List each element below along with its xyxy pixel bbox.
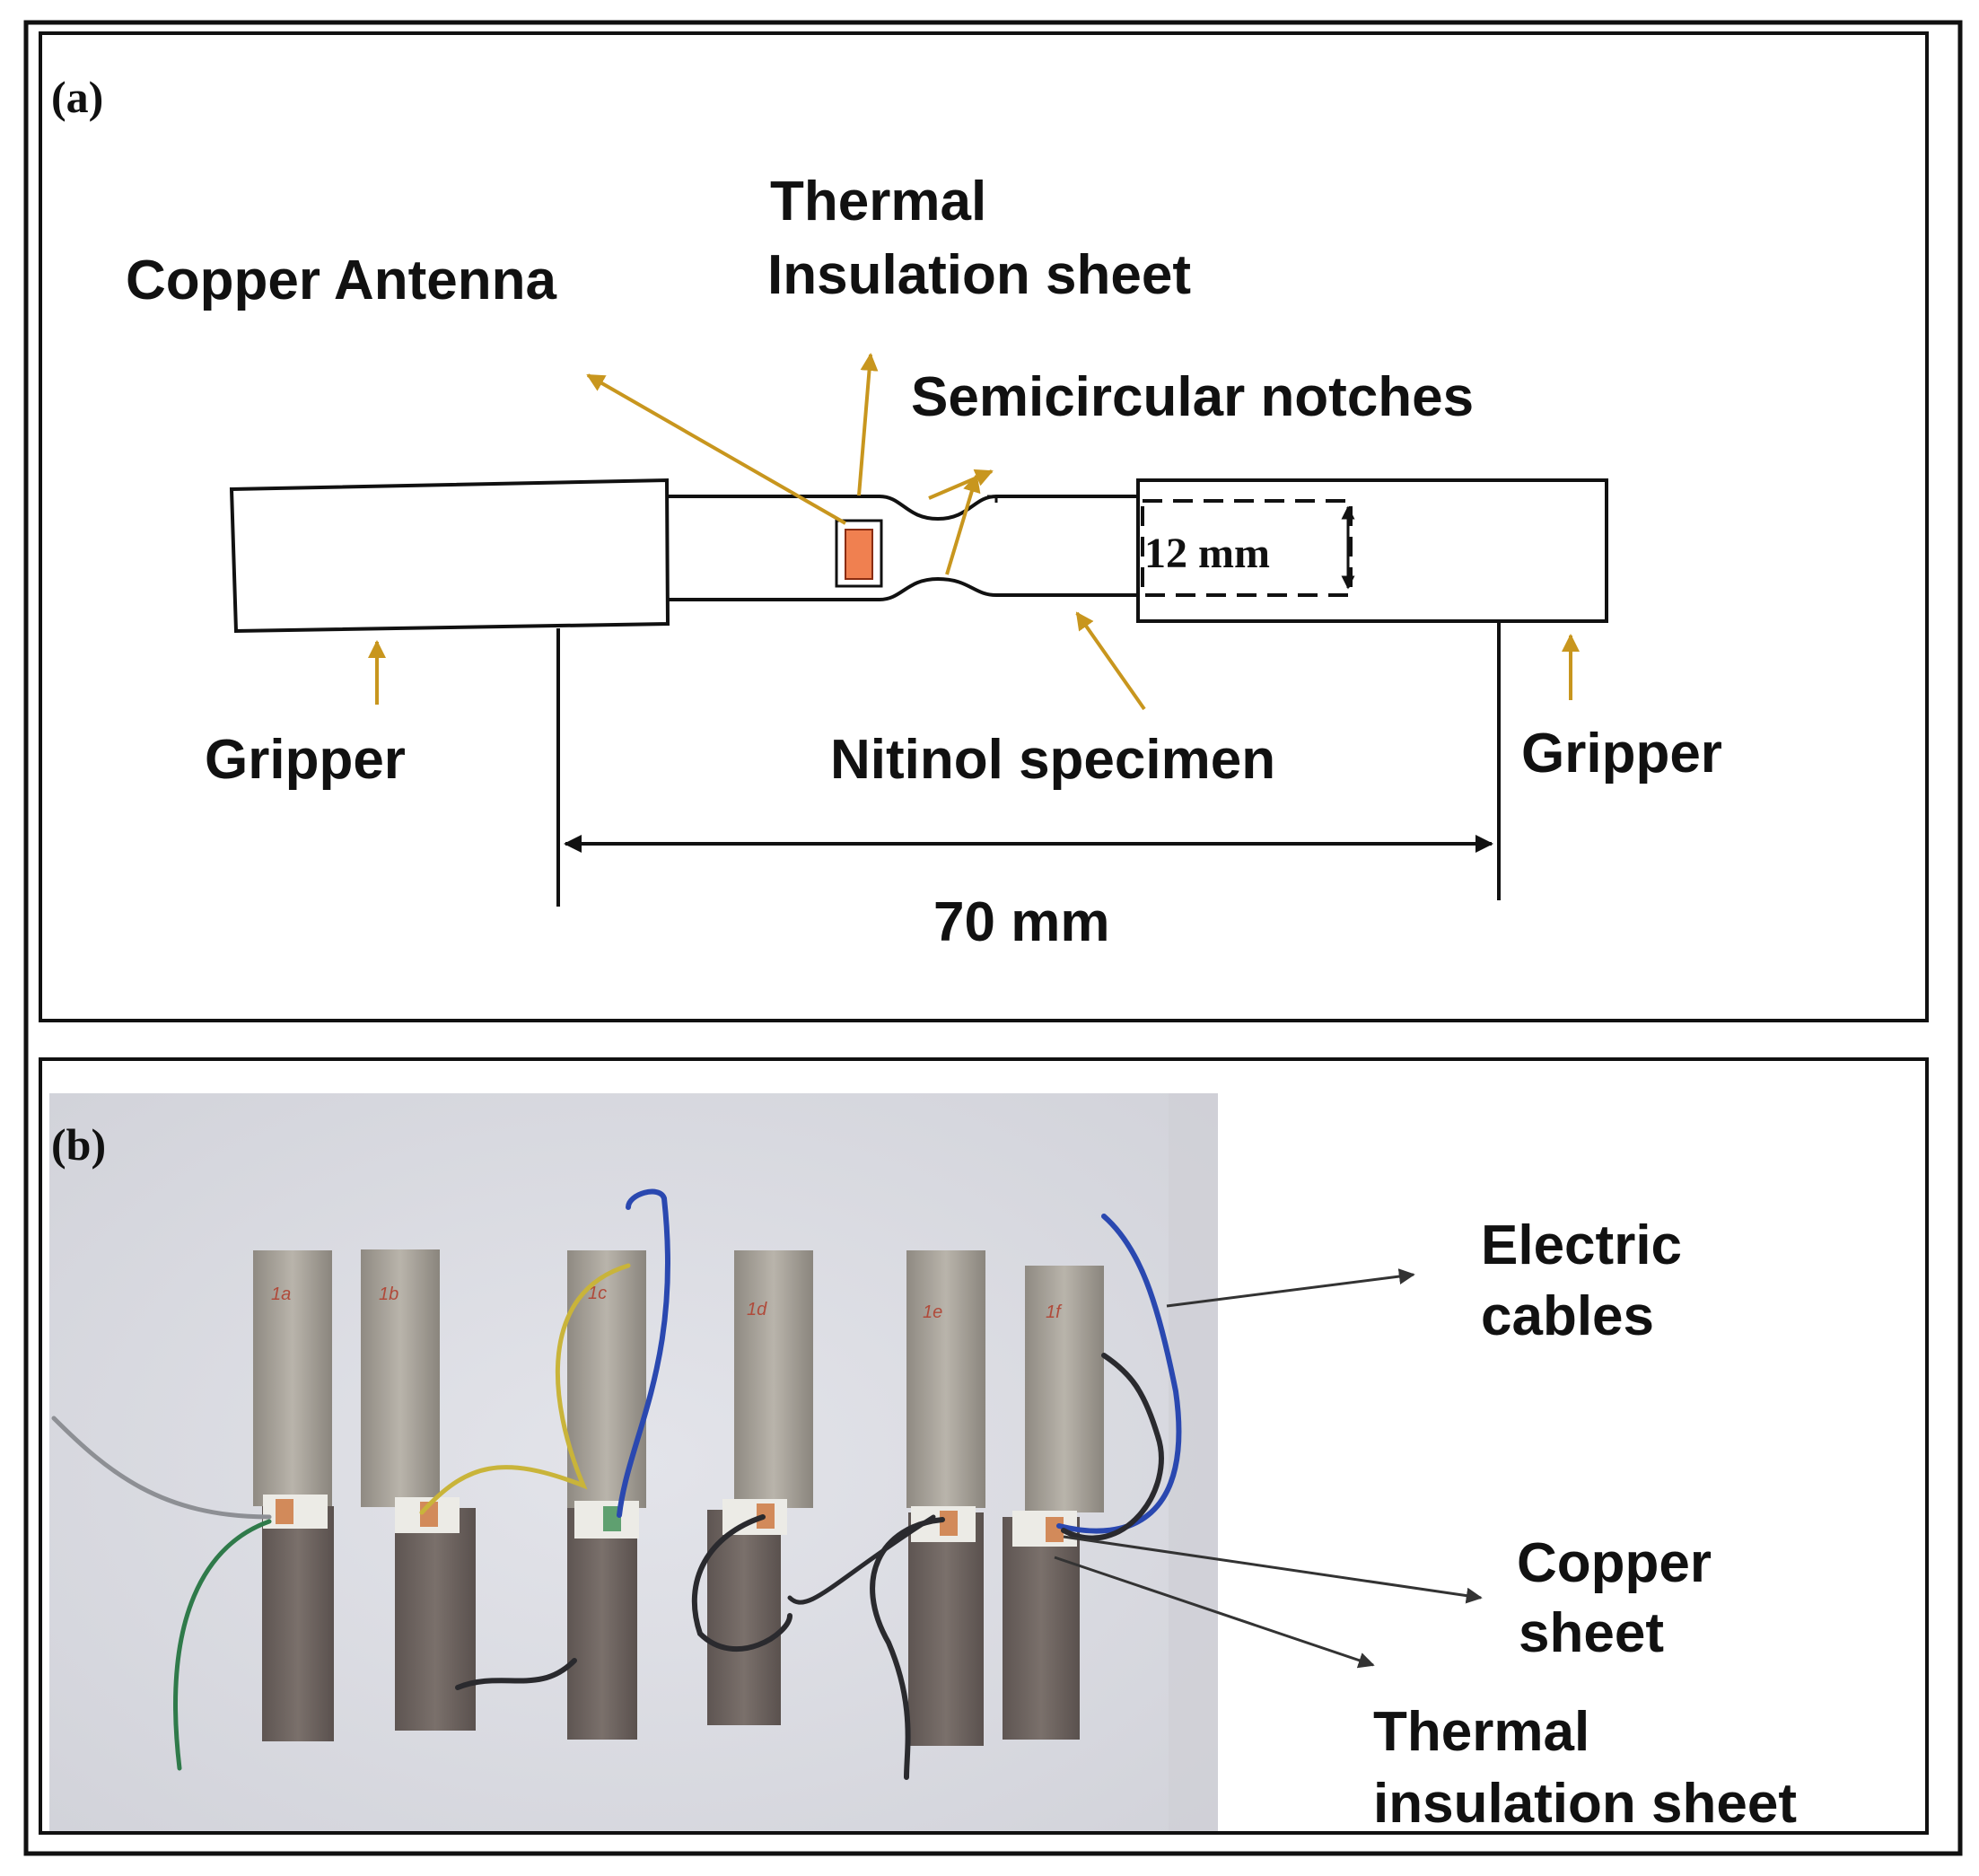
specimen-mark: 1c [588, 1284, 607, 1303]
specimen-mark: 1b [379, 1284, 398, 1304]
left-gripper [229, 478, 670, 634]
thermal-sheet-arrow [857, 353, 879, 496]
width-label: 12 mm [1144, 530, 1270, 577]
right-gripper [1136, 478, 1608, 623]
notch-arrow-2 [945, 474, 981, 575]
panel-a-frame [39, 31, 1929, 1022]
thermal-label-line1: Thermal [770, 171, 986, 232]
thermal-b-label-line2: insulation sheet [1373, 1773, 1797, 1835]
specimen-label: Nitinol specimen [830, 729, 1275, 791]
specimen-mark: 1d [747, 1300, 767, 1319]
strip-1 [253, 1250, 334, 1741]
length-label: 70 mm [933, 891, 1109, 953]
notch-arrow-1 [928, 469, 994, 500]
notches-label: Semicircular notches [911, 366, 1474, 428]
outer-frame [23, 20, 1963, 1856]
strip-3 [567, 1250, 646, 1740]
strip-2 [361, 1249, 476, 1731]
copper-label-line1: Copper [1517, 1532, 1712, 1594]
specimen-mark: 1f [1046, 1302, 1063, 1322]
specimen-photo: 1a 1b 1c 1d 1e 1f [49, 1093, 1218, 1831]
gripper-right-label: Gripper [1521, 723, 1722, 785]
copper-antenna-label: Copper Antenna [126, 250, 556, 311]
cables-pointer [1166, 1268, 1415, 1308]
copper-label-line2: sheet [1519, 1602, 1664, 1664]
thermal-pointer [1054, 1556, 1375, 1669]
copper-pointer [1063, 1535, 1483, 1604]
strip-4 [707, 1250, 813, 1725]
panel-a: (a) 12 mm Copper Antenna Thermal Insulat… [39, 31, 1929, 1022]
copper-antenna [845, 529, 873, 580]
specimen-mark: 1e [923, 1302, 942, 1322]
cables-label-line2: cables [1481, 1285, 1654, 1347]
strip-6 [1003, 1266, 1104, 1740]
nitinol-specimen [667, 495, 1138, 601]
electric-cables [51, 1188, 1182, 1780]
panel-b-frame [39, 1057, 1929, 1835]
copper-antenna-arrow [586, 373, 846, 525]
thermal-b-label-line1: Thermal [1373, 1701, 1589, 1763]
cables-label-line1: Electric [1481, 1214, 1682, 1276]
panel-b: 1a 1b 1c 1d 1e 1f (b) [39, 1057, 1929, 1835]
gripper-left-label: Gripper [205, 729, 406, 791]
panel-b-tag: (b) [51, 1119, 106, 1170]
specimen-mark: 1a [271, 1284, 291, 1304]
panel-a-tag: (a) [51, 72, 103, 122]
thermal-label-line2: Insulation sheet [767, 244, 1191, 306]
specimen-arrow [1075, 611, 1146, 711]
strip-5 [906, 1250, 985, 1746]
